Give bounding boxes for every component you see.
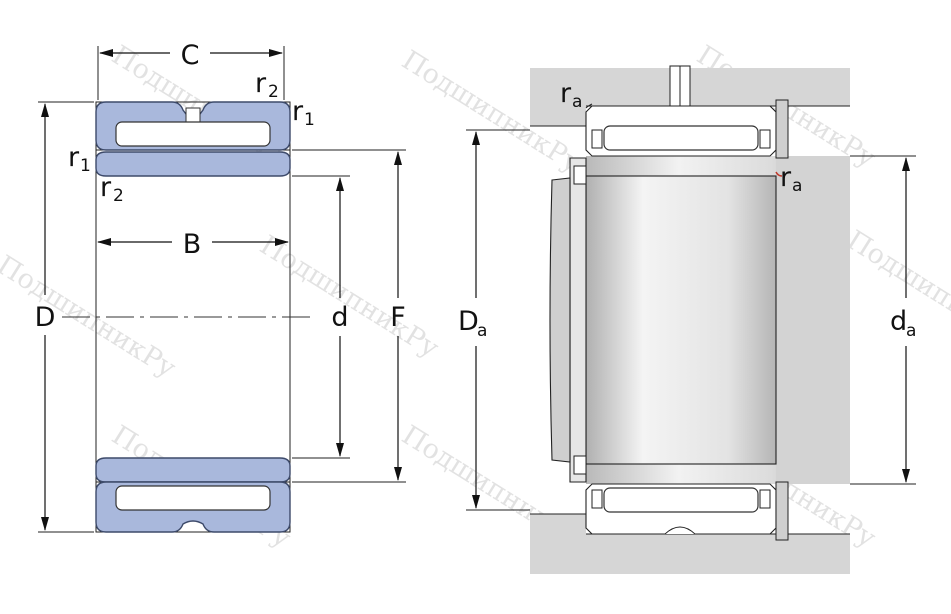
- groove-bottom: [664, 526, 696, 535]
- r2-left-letter: r: [100, 172, 112, 203]
- retaining-ring-top: [775, 99, 789, 159]
- ra-top-main: r: [560, 78, 572, 109]
- seal-top-left: [591, 129, 603, 149]
- da-main: d: [890, 306, 907, 337]
- inner-ring-top: [95, 151, 291, 177]
- da-sub: a: [906, 321, 916, 341]
- label-b: B: [183, 229, 202, 260]
- r1-left-letter: r: [68, 142, 80, 173]
- fillet-mark-ra-top: [585, 103, 593, 109]
- end-cap: [569, 157, 587, 483]
- shaft-shoulder: [776, 156, 850, 484]
- cap-notch-bottom: [573, 455, 587, 475]
- needle-roller-right-bottom: [603, 487, 759, 513]
- housing-bottom-step: [530, 514, 586, 534]
- watermark-7: ПодшипникРу: [841, 225, 951, 360]
- right-mounting-section: D a d a r a r a: [458, 65, 916, 574]
- label-r1-top: r 1: [292, 96, 315, 130]
- label-r2-top: r 2: [255, 68, 279, 102]
- fillet-mark-ra-right: [775, 171, 783, 177]
- r1-top-letter: r: [292, 96, 304, 127]
- ra-top-sub: a: [572, 92, 582, 112]
- r2-top-letter: r: [255, 68, 267, 99]
- left-bearing-section: C B D d F r 2 r 1 r 1 r 2: [35, 40, 406, 533]
- label-ra-right: r a: [780, 162, 802, 196]
- label-Da: D a: [458, 306, 487, 341]
- housing-bottom: [530, 534, 850, 574]
- label-d: d: [331, 302, 348, 333]
- needle-roller-right-top: [603, 125, 759, 151]
- seal-top-right: [759, 129, 771, 149]
- seal-bottom-right: [759, 489, 771, 509]
- housing-top-step: [530, 106, 586, 126]
- label-c: C: [181, 40, 200, 71]
- needle-roller-top: [115, 121, 271, 147]
- r1-top-sub: 1: [304, 110, 315, 130]
- label-ra-top: r a: [560, 78, 582, 112]
- r1-left-sub: 1: [80, 156, 91, 176]
- r2-top-sub: 2: [268, 82, 279, 102]
- seal-bottom-left: [591, 489, 603, 509]
- ra-right-main: r: [780, 162, 792, 193]
- needle-roller-bottom-front: [115, 485, 271, 511]
- ra-right-sub: a: [792, 176, 802, 196]
- Da-sub: a: [477, 321, 487, 341]
- label-r2-left: r 2: [100, 172, 124, 206]
- Da-main: D: [458, 306, 479, 337]
- cap-notch-top: [573, 165, 587, 185]
- label-r1-left: r 1: [68, 142, 91, 176]
- r2-left-sub: 2: [113, 186, 124, 206]
- label-F: F: [390, 302, 406, 333]
- inner-ring-bottom: [95, 457, 291, 483]
- label-da: d a: [890, 306, 916, 341]
- inner-ring-right: [585, 175, 777, 465]
- shaft-end: [549, 177, 571, 463]
- retaining-ring-bottom: [775, 481, 789, 541]
- watermark-5: ПодшипникРу: [254, 230, 444, 365]
- label-D: D: [35, 302, 56, 333]
